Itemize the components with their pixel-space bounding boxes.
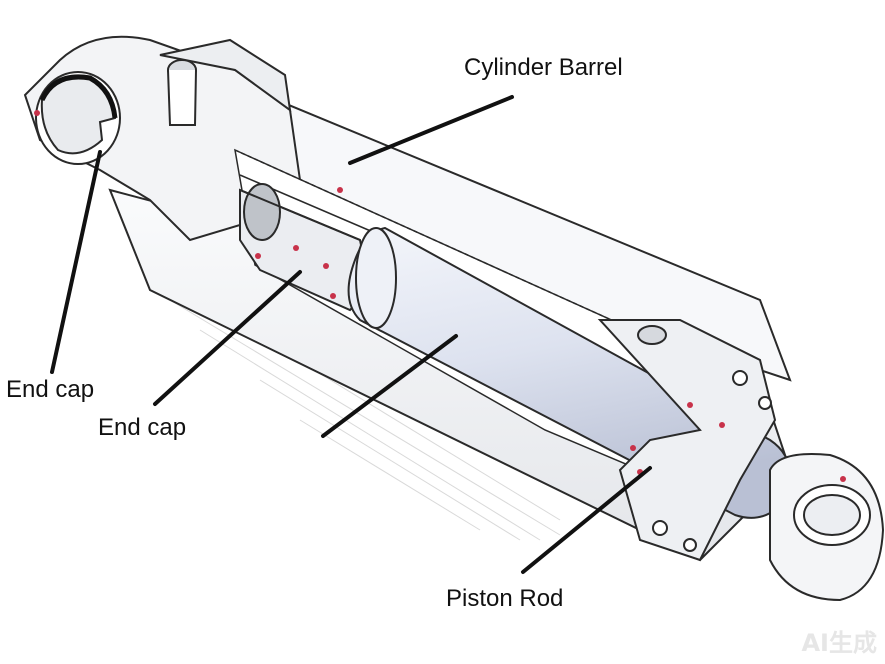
front-gland — [597, 319, 777, 562]
rear-end-cap — [23, 35, 302, 242]
leader-piston-rod — [521, 466, 652, 574]
leader-cylinder-barrel — [348, 95, 514, 165]
seal-markers — [34, 110, 846, 482]
leader-piston-rod-upper — [321, 334, 458, 438]
end-cap-inner-label: End cap — [98, 414, 187, 441]
leader-end-cap-inner — [153, 270, 302, 406]
leader-end-cap-outer — [50, 150, 102, 374]
piston-rod-label: Piston Rod — [446, 585, 564, 612]
cylinder-barrel-label: Cylinder Barrel — [464, 54, 623, 81]
leader-lines — [50, 95, 652, 574]
watermark: AI生成 — [801, 629, 877, 657]
shadow-hatching — [149, 269, 561, 541]
rod-eye — [769, 453, 885, 602]
piston-assembly — [239, 183, 372, 312]
end-cap-outer-label: End cap — [6, 376, 95, 403]
